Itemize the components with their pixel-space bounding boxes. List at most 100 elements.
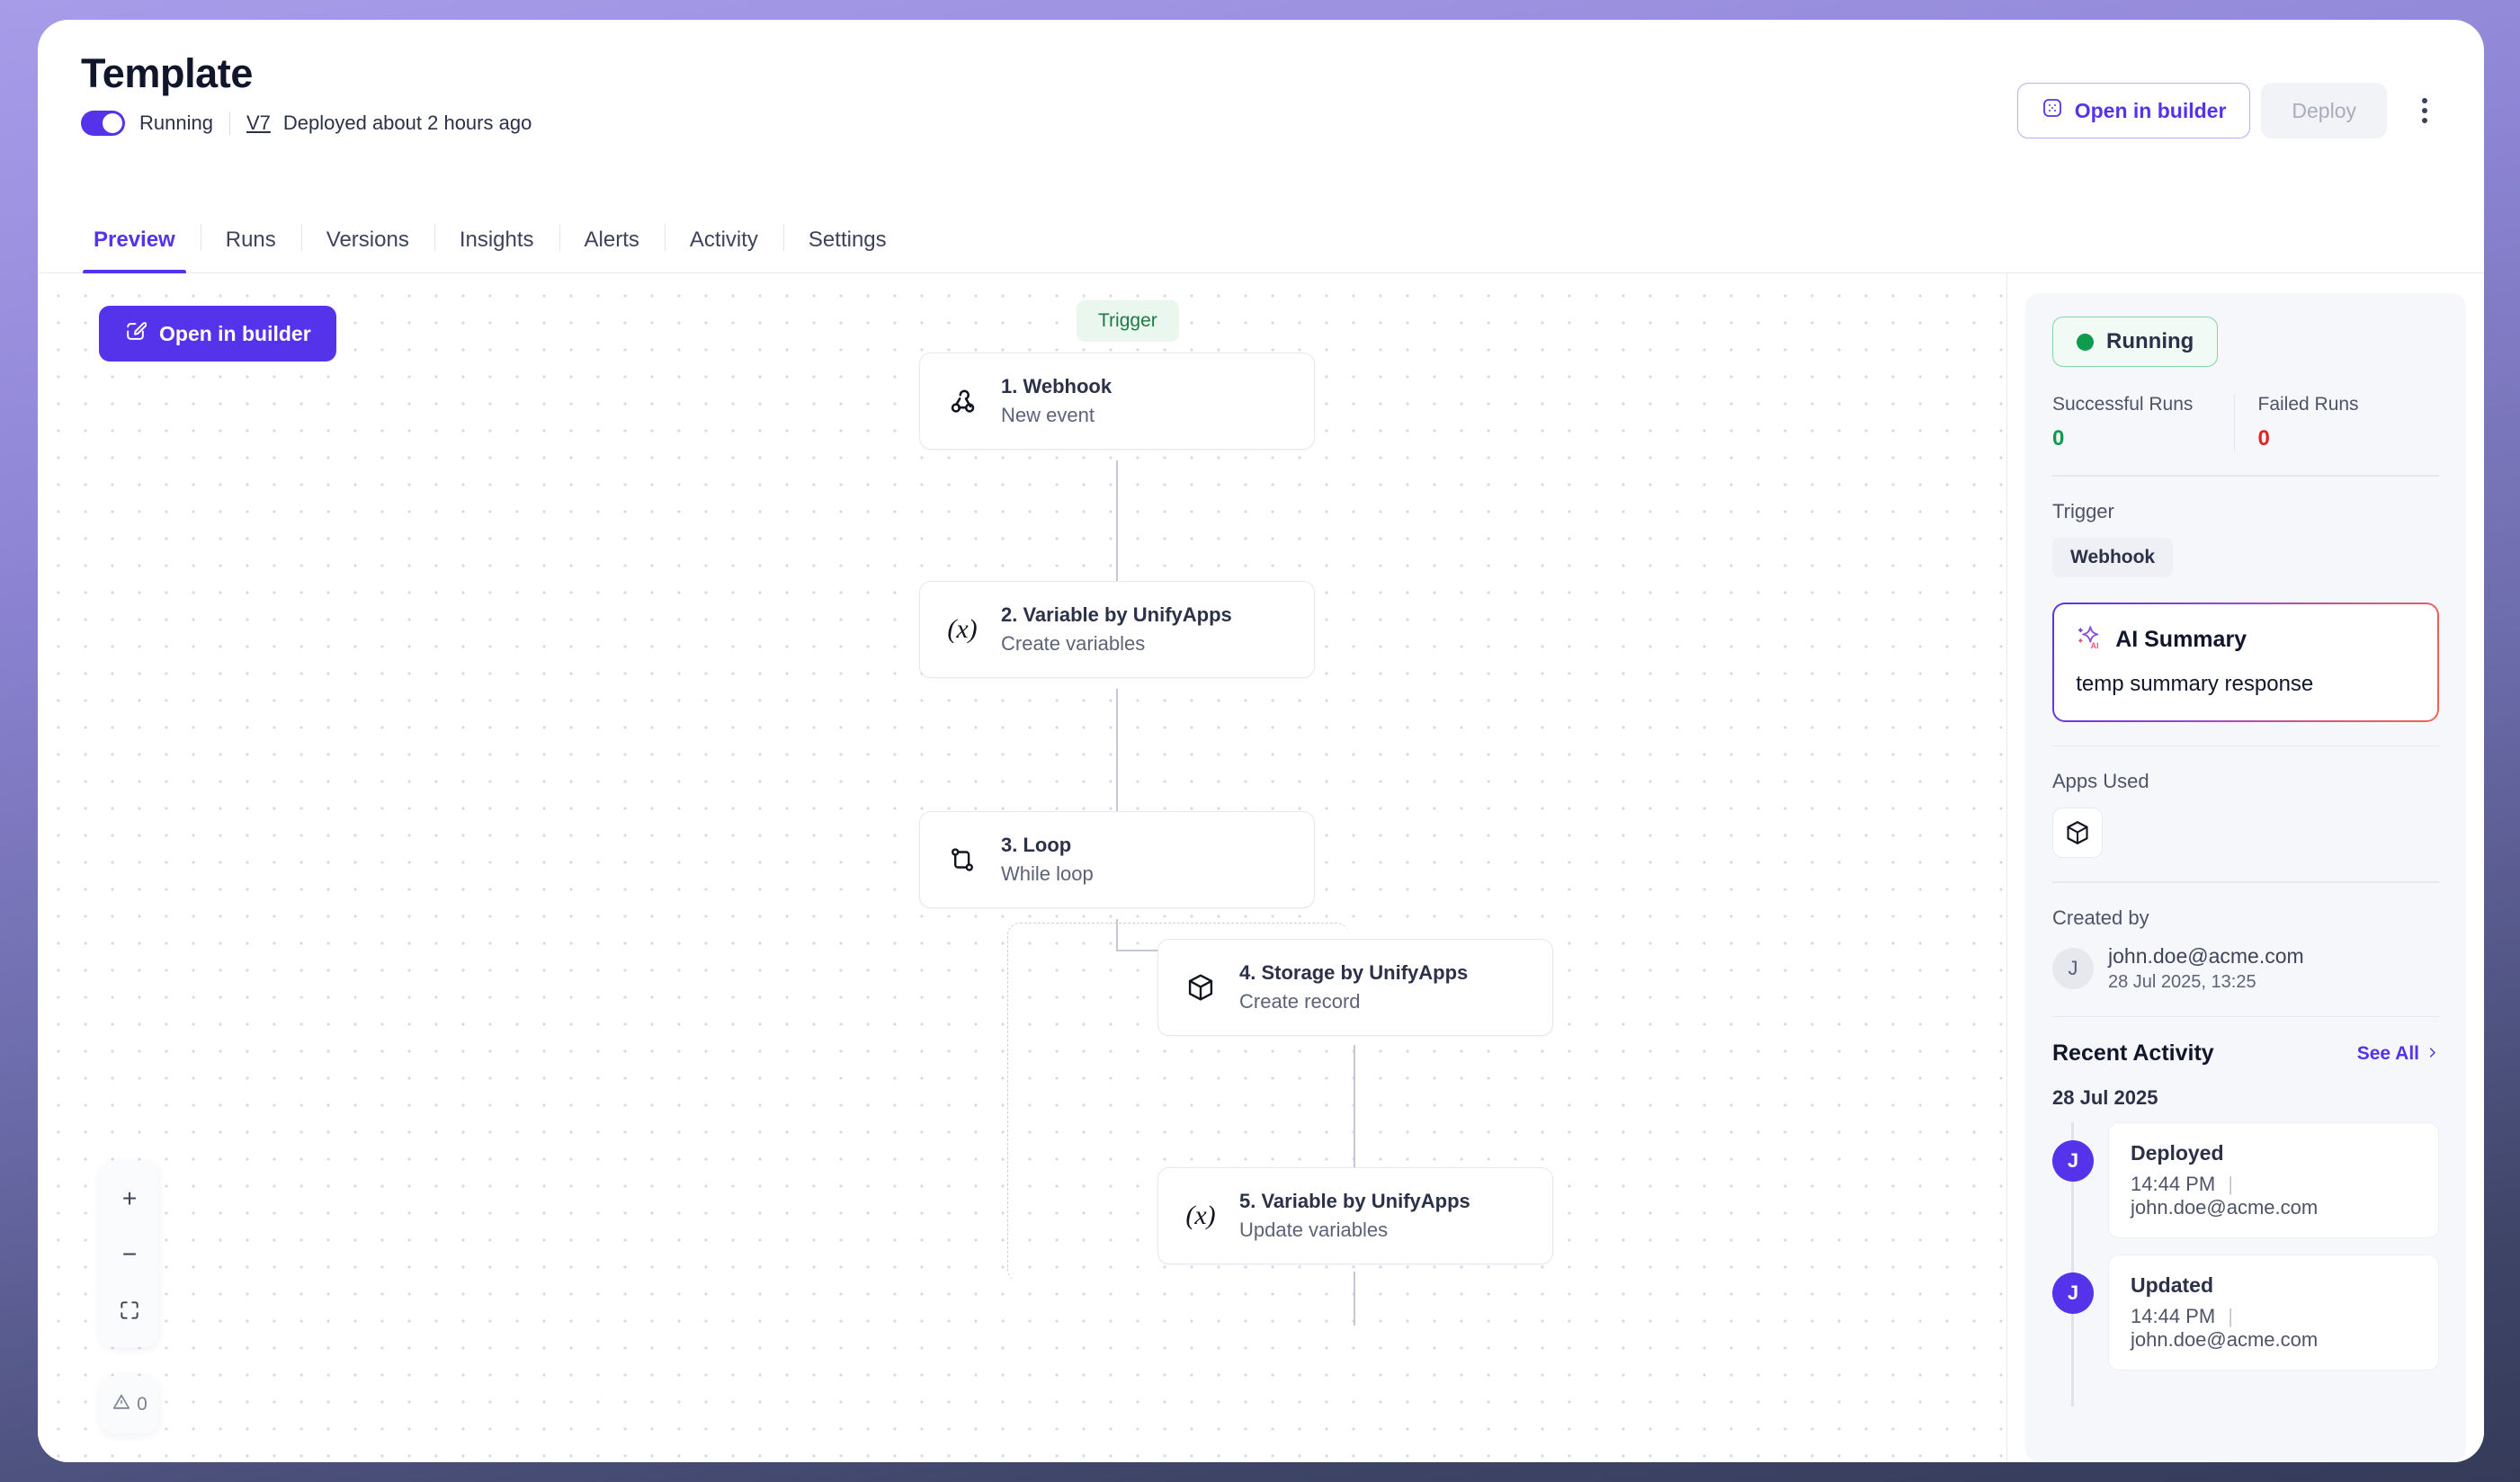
open-in-builder-button[interactable]: Open in builder [2016, 83, 2251, 138]
activity-item[interactable]: J Updated 14:44 PM | john.doe@acme.com [2052, 1254, 2439, 1371]
activity-meta: 14:44 PM | john.doe@acme.com [2131, 1305, 2417, 1352]
created-by-label: Created by [2052, 906, 2149, 929]
activity-user: john.doe@acme.com [2131, 1328, 2319, 1352]
node-subtitle: Create variables [1001, 631, 1146, 655]
avatar: J [2052, 1140, 2094, 1183]
tab-activity[interactable]: Activity [664, 224, 783, 272]
edge-5-down [1354, 1272, 1355, 1326]
avatar: J [2052, 947, 2094, 989]
tab-runs[interactable]: Runs [200, 224, 301, 272]
activity-name: Deployed [2131, 1141, 2224, 1165]
running-label: Running [139, 112, 213, 135]
workflow-node-variable-update[interactable]: (x) 5. Variable by UnifyApps Update vari… [1157, 1167, 1553, 1265]
status-badge-label: Running [2106, 329, 2194, 353]
version-link[interactable]: V7 [246, 112, 271, 135]
stat-failed-runs: Failed Runs 0 [2233, 394, 2440, 451]
loop-icon [943, 841, 981, 879]
created-by-date: 28 Jul 2025, 13:25 [2108, 971, 2256, 992]
activity-time: 14:44 PM [2131, 1173, 2216, 1196]
page-subheader: Running V7 Deployed about 2 hours ago [81, 111, 2441, 137]
see-all-link[interactable]: See All [2357, 1043, 2439, 1065]
content-area: Open in builder Trigger [38, 273, 2484, 1462]
variable-icon: (x) [947, 614, 978, 645]
tab-label: Runs [225, 228, 276, 252]
apps-used-label: Apps Used [2052, 770, 2149, 793]
node-title: 2. Variable by UnifyApps [1001, 603, 1232, 626]
divider [228, 112, 230, 136]
tab-insights[interactable]: Insights [433, 224, 559, 272]
workflow-node-loop[interactable]: 3. Loop While loop [919, 811, 1315, 909]
tab-label: Settings [808, 228, 887, 252]
tab-versions[interactable]: Versions [300, 224, 434, 272]
running-toggle[interactable] [81, 111, 125, 137]
deploy-button[interactable]: Deploy [2261, 83, 2387, 138]
workflow-node-variable-create[interactable]: (x) 2. Variable by UnifyApps Create vari… [919, 581, 1315, 679]
tab-alerts[interactable]: Alerts [559, 224, 665, 272]
details-card: Running Successful Runs 0 Failed Runs 0 … [2025, 293, 2466, 1462]
divider [2052, 881, 2439, 883]
status-badge: Running [2052, 317, 2219, 367]
edge-4-5 [1354, 1045, 1355, 1171]
zoom-out-icon[interactable]: − [121, 1240, 138, 1268]
workflow-node-webhook[interactable]: 1. Webhook New event [919, 353, 1315, 451]
activity-item[interactable]: J Deployed 14:44 PM | john.doe@acme.com [2052, 1122, 2439, 1239]
activity-name: Updated [2131, 1273, 2213, 1298]
workflow-node-storage[interactable]: 4. Storage by UnifyApps Create record [1157, 939, 1553, 1037]
edge-2-3 [1116, 689, 1118, 815]
details-sidebar: Running Successful Runs 0 Failed Runs 0 … [2007, 273, 2484, 1462]
app-used-storage-icon[interactable] [2052, 808, 2103, 859]
activity-date-group: 28 Jul 2025 [2052, 1086, 2158, 1110]
header-actions: Open in builder Deploy [2016, 83, 2444, 138]
fit-screen-icon[interactable] [101, 1282, 158, 1338]
node-subtitle: While loop [1001, 862, 1094, 885]
canvas-zoom-controls: + − [101, 1162, 158, 1347]
tab-label: Alerts [584, 228, 639, 252]
status-dot-icon [2077, 333, 2094, 351]
run-stats: Successful Runs 0 Failed Runs 0 [2052, 394, 2439, 451]
see-all-label: See All [2356, 1042, 2419, 1064]
tab-label: Insights [459, 228, 534, 252]
divider [2052, 1015, 2439, 1018]
app-window: Template Running V7 Deployed about 2 hou… [38, 20, 2484, 1462]
created-by-email: john.doe@acme.com [2108, 943, 2304, 968]
workflow-canvas[interactable]: Open in builder Trigger [38, 273, 2007, 1462]
stat-successful-runs: Successful Runs 0 [2052, 394, 2234, 451]
loop-container [1007, 923, 1349, 1282]
activity-timeline: J Deployed 14:44 PM | john.doe@acme.com … [2052, 1122, 2439, 1407]
tab-settings[interactable]: Settings [782, 224, 912, 272]
page-title: Template [81, 50, 254, 96]
activity-meta: 14:44 PM | john.doe@acme.com [2131, 1173, 2417, 1219]
warning-triangle-icon [112, 1392, 131, 1417]
recent-activity-title: Recent Activity [2052, 1040, 2214, 1067]
ai-summary-text: temp summary response [2076, 671, 2314, 696]
tab-label: Activity [689, 228, 758, 252]
page-header: Template Running V7 Deployed about 2 hou… [38, 20, 2484, 192]
node-subtitle: New event [1001, 403, 1095, 426]
box-icon [1182, 969, 1220, 1006]
canvas-warning-count[interactable]: 0 [101, 1376, 158, 1433]
edge-3-loop [1116, 919, 1118, 951]
ai-summary-card: AI AI Summary temp summary response [2052, 602, 2439, 722]
stat-label: Failed Runs [2257, 394, 2359, 415]
zoom-in-icon[interactable]: + [121, 1184, 138, 1212]
meta-separator: | [2228, 1173, 2234, 1196]
node-title: 3. Loop [1001, 834, 1072, 856]
stat-value: 0 [2257, 426, 2270, 451]
stat-label: Successful Runs [2052, 394, 2194, 415]
canvas-open-in-builder-button[interactable]: Open in builder [99, 306, 336, 362]
warning-count-label: 0 [137, 1394, 147, 1415]
edge-1-2 [1116, 460, 1118, 586]
trigger-section-label: Trigger [2052, 499, 2114, 522]
trigger-badge: Trigger [1077, 300, 1179, 342]
avatar: J [2052, 1272, 2094, 1315]
created-by-row: J john.doe@acme.com 28 Jul 2025, 13:25 [2052, 944, 2439, 993]
tab-preview[interactable]: Preview [68, 228, 201, 274]
node-subtitle: Update variables [1239, 1218, 1389, 1241]
tab-label: Preview [94, 228, 175, 252]
tab-bar: Preview Runs Versions Insights Alerts Ac… [38, 192, 2484, 274]
more-options-icon[interactable] [2405, 85, 2444, 137]
deployed-text: Deployed about 2 hours ago [282, 112, 532, 135]
trigger-value-pill: Webhook [2052, 537, 2174, 577]
canvas-open-in-builder-label: Open in builder [159, 321, 311, 345]
svg-text:AI: AI [2091, 640, 2099, 649]
